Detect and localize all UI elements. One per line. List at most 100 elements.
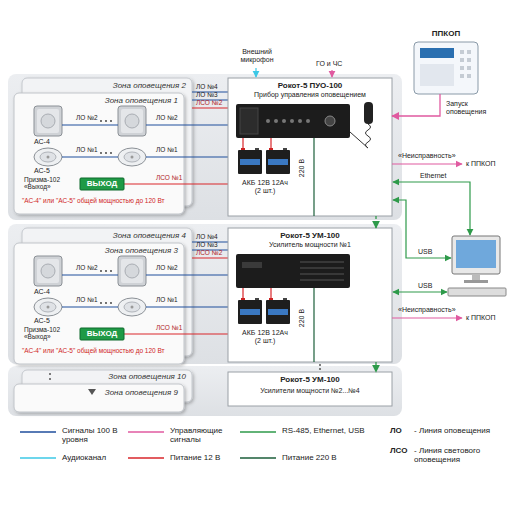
zone-title: Зона оповещения 9 bbox=[105, 388, 178, 397]
device-box: Рокот-5 УМ-100Усилитель мощности №1АКБ 1… bbox=[228, 228, 392, 362]
device-subtitle: Усилители мощности №2...№4 bbox=[228, 387, 392, 395]
zone-illustration bbox=[14, 228, 228, 364]
computer bbox=[448, 236, 506, 296]
zone-panel: Зона оповещения 3ВЫХОД bbox=[14, 243, 184, 364]
signal-label: USB bbox=[418, 282, 432, 290]
legend-line bbox=[240, 431, 276, 433]
zone-title: Зона оповещения 2 bbox=[113, 81, 186, 90]
connector bbox=[375, 216, 376, 228]
line-tag: ЛО №1 bbox=[76, 296, 98, 303]
device-subtitle: Прибор управления оповещением bbox=[228, 91, 392, 99]
controller-unit bbox=[236, 104, 350, 138]
panel-title: ППКОП bbox=[414, 29, 478, 38]
group-panel bbox=[8, 224, 402, 364]
voltage-label: 220 В bbox=[298, 159, 306, 177]
alarm-panel: ППКОП bbox=[414, 42, 478, 94]
group-panel bbox=[8, 366, 402, 416]
zone-panel: Зона оповещения 1 ВЫХОД bbox=[14, 93, 184, 214]
signal-label: «Неисправность» bbox=[398, 152, 456, 160]
connector bbox=[375, 362, 376, 372]
more-dot bbox=[319, 364, 321, 366]
line-tag: ЛО №4 bbox=[196, 233, 218, 240]
legend-text: Питание 12 В bbox=[170, 453, 220, 462]
alarm-keypad bbox=[420, 50, 471, 86]
legend-text: Аудиоканал bbox=[62, 453, 106, 462]
legend-text: RS-485, Ethernet, USB bbox=[282, 426, 365, 435]
connector bbox=[392, 94, 440, 116]
voltage-label: 220 В bbox=[298, 309, 306, 327]
edge-label: Запуск оповещения bbox=[446, 100, 502, 115]
sign-text: ВЫХОД bbox=[80, 328, 124, 340]
audio-wire bbox=[255, 68, 256, 77]
device-title: Рокот-5 ПУО-100 bbox=[228, 81, 392, 90]
alarm-panel-device bbox=[414, 42, 478, 94]
signal-label: к ППКОП bbox=[466, 314, 496, 322]
speaker-type: АС-5 bbox=[34, 317, 50, 325]
speaker-type: АС-5 bbox=[34, 167, 50, 175]
legend-text: Сигналы 100 В уровня bbox=[62, 426, 124, 444]
legend-text: Питание 220 В bbox=[282, 453, 337, 462]
input-label: ГО и ЧС bbox=[316, 60, 342, 68]
legend-line bbox=[20, 457, 56, 459]
battery bbox=[266, 148, 290, 174]
more-triangle bbox=[88, 389, 96, 395]
signal-label: к ППКОП bbox=[466, 160, 496, 168]
zone-title: Зона оповещения 4 bbox=[113, 231, 186, 240]
line-tag: ЛО №2 bbox=[156, 264, 178, 271]
signal-label: Ethernet bbox=[420, 172, 446, 180]
legend-line bbox=[128, 457, 164, 459]
line-tag: ЛО №2 bbox=[76, 114, 98, 121]
line-tag: ЛО №4 bbox=[196, 83, 218, 90]
control-wire bbox=[331, 70, 332, 77]
ethernet-wire bbox=[393, 182, 470, 235]
usb-wire bbox=[393, 291, 447, 292]
legend-line bbox=[20, 431, 56, 433]
group-panel bbox=[8, 74, 402, 220]
device-box-shape bbox=[228, 228, 392, 362]
more-dot bbox=[49, 378, 51, 380]
exit-sign: ВЫХОД bbox=[80, 178, 124, 190]
line-tag: ЛСО №1 bbox=[156, 174, 182, 181]
battery bbox=[238, 148, 262, 174]
legend-line bbox=[128, 431, 164, 433]
line-tag: ЛО №3 bbox=[196, 241, 218, 248]
device-box: Рокот-5 УМ-100Усилители мощности №2...№4 bbox=[228, 372, 392, 406]
line-tag: ЛО №1 bbox=[156, 146, 178, 153]
speaker-type: АС-4 bbox=[34, 288, 50, 296]
alarm-display bbox=[420, 48, 454, 58]
device-box-shape bbox=[228, 78, 392, 216]
abbreviation: ЛО bbox=[390, 426, 402, 435]
zone-illustration bbox=[14, 78, 228, 214]
zone-panel: Зона оповещения 9 bbox=[14, 384, 184, 412]
battery-label: АКБ 12В 12Ач (2 шт.) bbox=[239, 179, 291, 195]
battery-label: АКБ 12В 12Ач (2 шт.) bbox=[239, 329, 291, 345]
line-tag: ЛО №2 bbox=[76, 264, 98, 271]
legend-line bbox=[240, 457, 276, 459]
speaker-type: АС-4 bbox=[34, 138, 50, 146]
more-dot bbox=[319, 368, 321, 370]
signal-label: «Неисправность» bbox=[398, 306, 456, 314]
power-note: "АС-4" или "АС-5" общей мощностью до 120… bbox=[22, 347, 165, 354]
sign-type: Призма-102 «Выход» bbox=[24, 326, 76, 340]
line-tag: ЛО №1 bbox=[76, 146, 98, 153]
microphone bbox=[364, 102, 373, 124]
zone-panel: Зона оповещения 10Зона оповещения 9 bbox=[22, 370, 192, 402]
amplifier-vents bbox=[300, 262, 344, 280]
device-title: Рокот-5 УМ-100 bbox=[228, 231, 392, 240]
amplifier-unit bbox=[236, 254, 350, 288]
legend-text: Управляющие сигналы bbox=[170, 426, 234, 444]
sign-type: Призма-102 «Выход» bbox=[24, 176, 76, 190]
device-title: Рокот-5 УМ-100 bbox=[228, 375, 392, 384]
device-box: Рокот-5 ПУО-100Прибор управления оповеще… bbox=[228, 78, 392, 216]
line-tag: ЛСО №1 bbox=[156, 324, 182, 331]
fault-wire bbox=[392, 317, 462, 318]
exit-sign: ВЫХОД bbox=[80, 328, 124, 340]
signal-label: USB bbox=[418, 248, 432, 256]
microphone-cord bbox=[350, 124, 371, 148]
sign-text: ВЫХОД bbox=[80, 178, 124, 190]
power-12v-wire bbox=[243, 138, 271, 148]
power-220v-wire bbox=[313, 138, 314, 216]
zone-title: Зона оповещения 1 bbox=[105, 96, 178, 105]
battery bbox=[238, 298, 262, 324]
